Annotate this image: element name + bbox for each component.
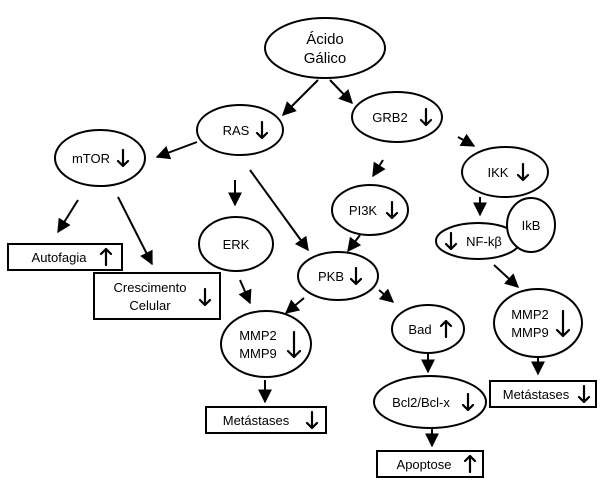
edges bbox=[57, 79, 545, 448]
edge-acido-grb2 bbox=[329, 79, 353, 105]
box-metastases-left: Metástases bbox=[205, 406, 327, 434]
node-bad: Bad bbox=[391, 304, 465, 354]
edge-pkb-mmp-left bbox=[284, 297, 305, 314]
metastases-left-label: Metástases bbox=[223, 413, 290, 428]
box-metastases-right: Metástases bbox=[489, 380, 597, 408]
node-acido-galico: Ácido Gálico bbox=[264, 17, 386, 79]
crescimento-label-line2: Celular bbox=[129, 298, 171, 313]
metastases-right-down-arrow-icon bbox=[577, 384, 591, 404]
crescimento-down-arrow-icon bbox=[198, 287, 212, 307]
edge-erk-mmp-left bbox=[238, 279, 252, 305]
node-pkb: PKB bbox=[297, 251, 379, 301]
mtor-down-arrow-icon bbox=[116, 148, 130, 168]
edge-mtor-crescimento bbox=[117, 196, 153, 266]
metastases-right-label: Metástases bbox=[503, 387, 570, 402]
node-pi3k: PI3K bbox=[331, 184, 409, 236]
node-ikk: IKK bbox=[461, 146, 549, 198]
nfkb-label: NF-kβ bbox=[466, 234, 502, 249]
edge-acido-ras bbox=[282, 79, 319, 116]
bcl-down-arrow-icon bbox=[461, 392, 475, 412]
acido-label-line2: Gálico bbox=[304, 50, 347, 67]
ikk-label: IKK bbox=[488, 165, 509, 180]
mmp-left-down-arrow-icon bbox=[286, 330, 302, 359]
node-mmp-left: MMP2 MMP9 bbox=[220, 310, 312, 378]
nfkb-down-arrow-icon bbox=[444, 231, 458, 251]
ras-down-arrow-icon bbox=[255, 120, 269, 140]
metastases-left-down-arrow-icon bbox=[305, 410, 319, 430]
bcl-label: Bcl2/Bcl-x bbox=[392, 395, 450, 410]
pkb-down-arrow-icon bbox=[349, 266, 363, 286]
bad-label: Bad bbox=[408, 322, 431, 337]
autofagia-up-arrow-icon bbox=[99, 247, 113, 267]
node-ras: RAS bbox=[196, 104, 284, 156]
box-crescimento-celular: Crescimento Celular bbox=[93, 272, 221, 320]
edge-grb2-ikk bbox=[457, 133, 476, 147]
pi3k-label: PI3K bbox=[349, 203, 378, 218]
acido-label-line1: Ácido bbox=[306, 31, 344, 48]
edge-ras-mtor bbox=[155, 141, 198, 160]
node-grb2: GRB2 bbox=[351, 91, 443, 143]
node-mmp-right: MMP2 MMP9 bbox=[493, 288, 583, 358]
edge-pkb-bad bbox=[378, 288, 395, 303]
node-ikb: IkB bbox=[506, 197, 556, 253]
crescimento-label-line1: Crescimento bbox=[114, 280, 187, 295]
grb2-label: GRB2 bbox=[372, 110, 407, 125]
node-erk: ERK bbox=[198, 216, 274, 272]
mmp-right-down-arrow-icon bbox=[555, 309, 571, 338]
edge-pi3k-pkb bbox=[347, 234, 362, 253]
node-bcl: Bcl2/Bcl-x bbox=[373, 375, 487, 429]
edge-grb2-pi3k bbox=[372, 159, 386, 178]
box-autofagia: Autofagia bbox=[7, 243, 123, 271]
pi3k-down-arrow-icon bbox=[385, 200, 399, 220]
grb2-down-arrow-icon bbox=[419, 107, 433, 127]
ikb-label: IkB bbox=[522, 218, 541, 233]
erk-label: ERK bbox=[223, 237, 250, 252]
mtor-label: mTOR bbox=[72, 151, 110, 166]
node-nfkb: NF-kβ bbox=[435, 222, 521, 260]
apoptose-up-arrow-icon bbox=[463, 454, 477, 474]
box-apoptose: Apoptose bbox=[376, 450, 484, 478]
mmp2-left-label: MMP2 bbox=[239, 328, 277, 343]
apoptose-label: Apoptose bbox=[397, 457, 452, 472]
edge-mtor-autofagia bbox=[57, 199, 79, 234]
ikk-down-arrow-icon bbox=[516, 162, 530, 182]
ras-label: RAS bbox=[223, 123, 250, 138]
mmp9-right-label: MMP9 bbox=[511, 325, 549, 340]
bad-up-arrow-icon bbox=[439, 319, 453, 339]
edge-ras-pkb bbox=[249, 169, 309, 252]
mmp2-right-label: MMP2 bbox=[511, 307, 549, 322]
autofagia-label: Autofagia bbox=[32, 250, 88, 265]
pkb-label: PKB bbox=[318, 269, 344, 284]
mmp9-left-label: MMP9 bbox=[239, 346, 277, 361]
edge-nfkb-mmp-right bbox=[493, 264, 520, 288]
node-mtor: mTOR bbox=[54, 129, 146, 187]
